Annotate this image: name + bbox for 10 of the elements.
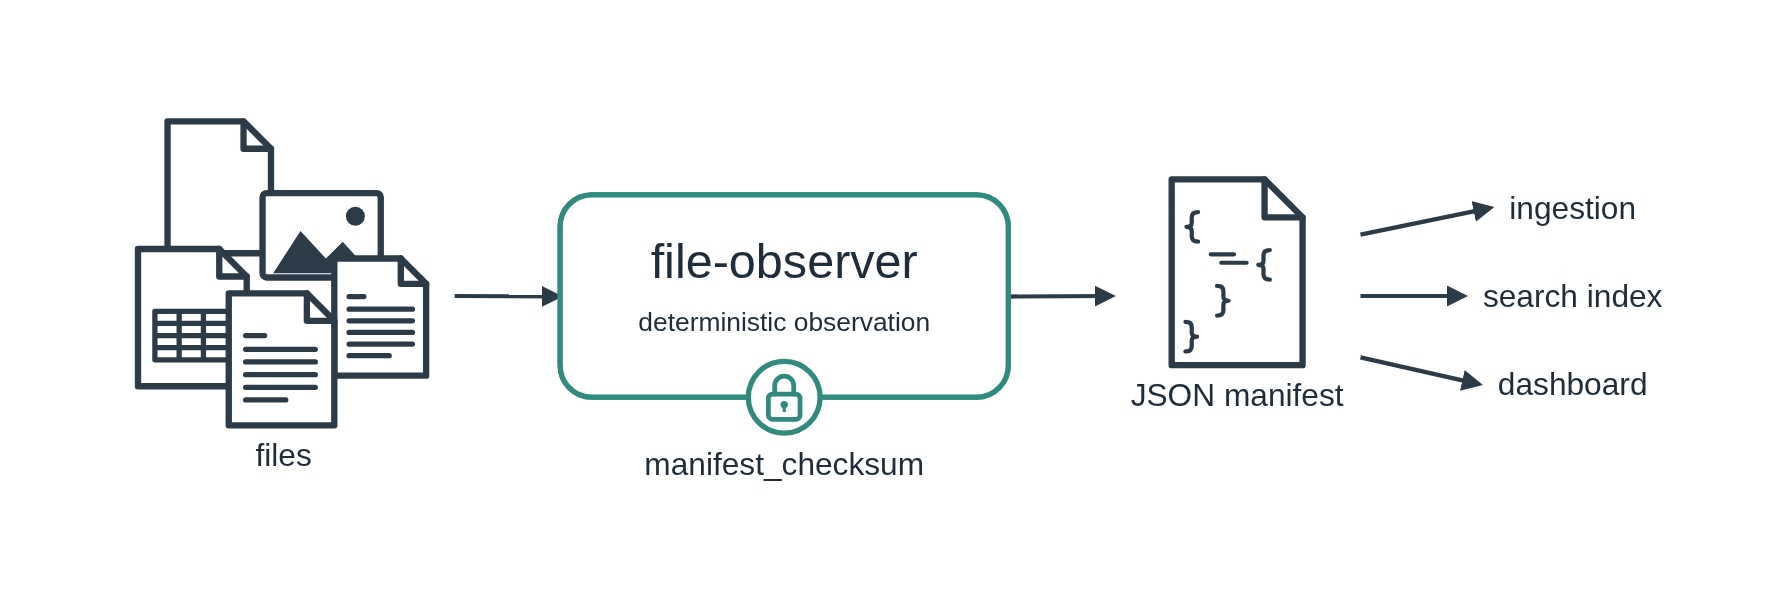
node-text: ingestion	[1509, 190, 1637, 226]
node-text: dashboard	[1497, 366, 1648, 402]
node-text: search index	[1482, 278, 1663, 314]
node-text: JSON manifest	[1130, 377, 1344, 413]
node-caption: manifest_checksum	[644, 446, 925, 483]
arrow	[1008, 285, 1116, 307]
arrow	[1360, 285, 1469, 307]
arrow	[1360, 201, 1495, 237]
node-text: files	[255, 437, 312, 473]
arrow	[1360, 355, 1483, 391]
